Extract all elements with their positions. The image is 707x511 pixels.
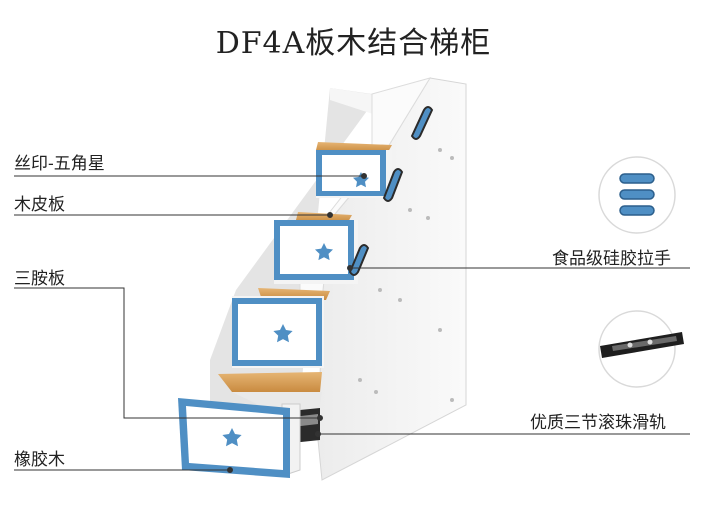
drawer-3 [232, 298, 322, 366]
callout-rubber-wood: 橡胶木 [14, 450, 65, 470]
product-title: DF4A板木结合梯柜 [215, 26, 492, 61]
leader-line-melamine [14, 287, 320, 419]
wood-step-1 [316, 142, 392, 152]
drawer-1 [316, 150, 386, 196]
callout-melamine-board: 三胺板 [14, 269, 65, 289]
wood-step-4 [218, 372, 322, 392]
slide-rail-detail-circle [598, 310, 684, 388]
callout-silkscreen-star: 丝印-五角星 [14, 154, 105, 174]
callout-slide-rail: 优质三节滚珠滑轨 [530, 413, 666, 433]
handle-detail-circle [598, 156, 676, 234]
callout-silicone-handle: 食品级硅胶拉手 [552, 249, 671, 269]
drawer-2 [274, 220, 354, 280]
drawer-4-open [178, 398, 290, 478]
callout-wood-veneer: 木皮板 [14, 195, 65, 215]
